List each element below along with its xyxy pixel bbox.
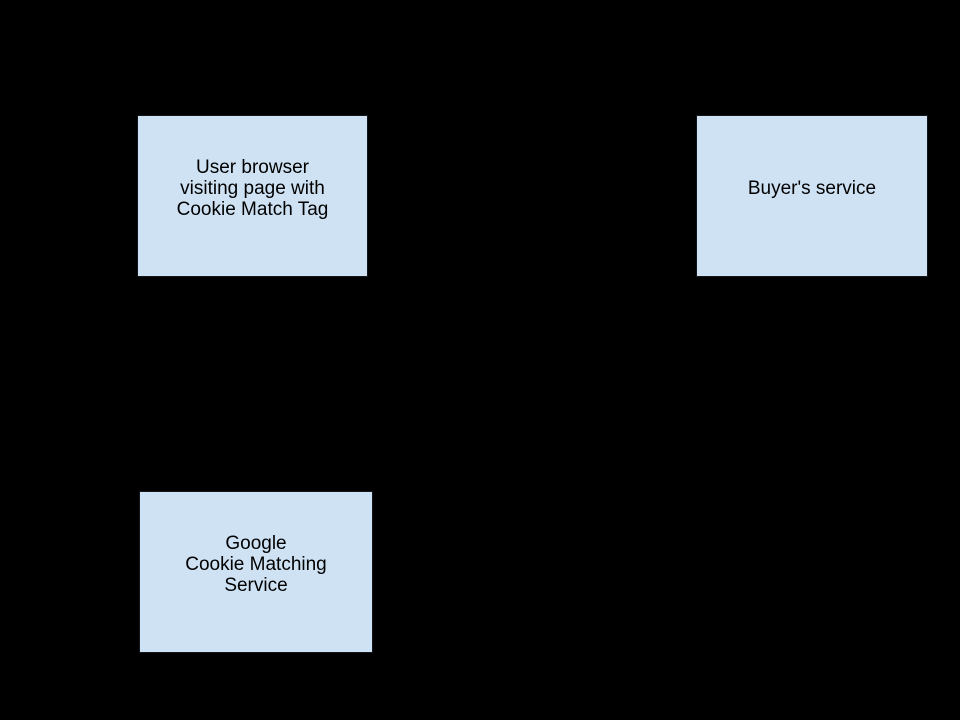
node-user-browser-label: User browser visiting page with Cookie M…	[177, 157, 329, 220]
node-label-line: Cookie Matching	[185, 553, 327, 575]
node-label-line: Cookie Match Tag	[176, 198, 329, 220]
node-buyers-service: Buyer's service	[696, 115, 928, 277]
node-user-browser: User browser visiting page with Cookie M…	[137, 115, 368, 277]
node-label-line: Buyer's service	[747, 177, 877, 199]
node-google-cookie-matching-service: Google Cookie Matching Service	[139, 491, 373, 653]
node-label-line: visiting page with	[180, 177, 325, 199]
node-label-line: Service	[224, 574, 288, 596]
node-google-cookie-matching-service-label: Google Cookie Matching Service	[185, 533, 327, 596]
node-buyers-service-label: Buyer's service	[748, 178, 876, 199]
node-label-line: Google	[225, 532, 287, 554]
node-label-line: User browser	[196, 156, 309, 178]
